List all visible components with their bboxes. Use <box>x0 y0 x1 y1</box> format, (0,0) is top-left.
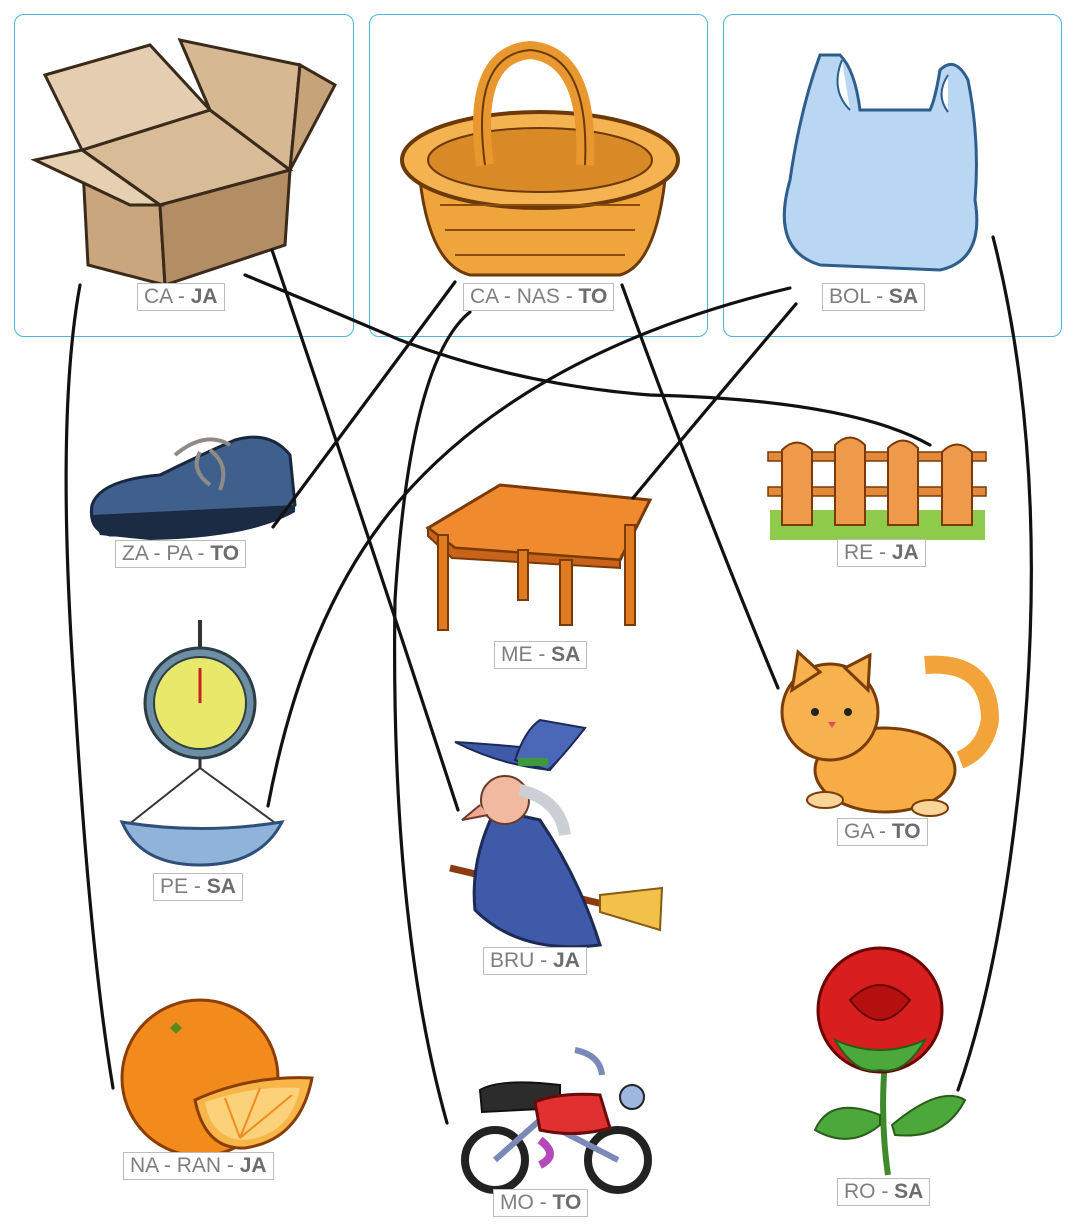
syllable: RE <box>844 541 874 564</box>
label-zapato: ZA - PA - TO <box>115 540 247 568</box>
plastic-bag-icon <box>782 53 979 272</box>
syllable: GA <box>844 820 874 843</box>
separator: - <box>188 875 207 898</box>
separator: - <box>533 1191 553 1214</box>
shoe-icon <box>89 435 297 540</box>
orange-icon <box>120 998 314 1158</box>
syllable-bold: SA <box>551 643 581 666</box>
label-mesa: ME - SA <box>494 641 588 669</box>
witch-icon <box>449 718 664 949</box>
label-rosa: RO - SA <box>837 1178 931 1206</box>
syllable: PE <box>160 875 189 898</box>
syllable: NA <box>130 1154 159 1177</box>
box-caja <box>14 14 354 337</box>
separator: - <box>147 542 167 565</box>
syllable-bold: JA <box>190 285 218 308</box>
syllable-bold: JA <box>891 541 919 564</box>
separator: - <box>873 820 892 843</box>
table-icon <box>425 483 653 631</box>
syllable-bold: SA <box>888 285 919 308</box>
syllable: CA <box>144 285 173 308</box>
fence-icon <box>767 436 987 540</box>
syllable-bold: JA <box>239 1154 267 1177</box>
separator: - <box>191 542 211 565</box>
syllable-bold: TO <box>891 820 921 843</box>
separator: - <box>534 949 554 972</box>
separator: - <box>172 285 191 308</box>
box-icon <box>30 37 338 288</box>
separator: - <box>870 285 889 308</box>
separator: - <box>498 285 517 308</box>
separator: - <box>873 541 892 564</box>
syllable: BOL <box>829 285 871 308</box>
label-caja: CA - JA <box>137 283 225 311</box>
syllable: RO <box>844 1180 876 1203</box>
label-bolsa: BOL - SA <box>822 283 926 311</box>
syllable: PA <box>166 542 192 565</box>
label-moto: MO - TO <box>493 1189 589 1217</box>
basket-icon <box>400 40 680 277</box>
syllable-bold: TO <box>210 542 240 565</box>
syllable-bold: JA <box>553 949 580 972</box>
syllable: ME <box>501 643 533 666</box>
label-bruja: BRU - JA <box>483 947 587 975</box>
separator: - <box>221 1154 240 1177</box>
label-canasto: CA - NAS - TO <box>463 283 615 311</box>
syllable: MO <box>500 1191 534 1214</box>
syllable: CA <box>470 285 499 308</box>
scale-icon <box>119 620 285 867</box>
syllable-bold: TO <box>578 285 608 308</box>
label-naranja: NA - RAN - JA <box>123 1152 274 1180</box>
syllable: BRU <box>490 949 535 972</box>
syllable-bold: SA <box>206 875 236 898</box>
syllable: NAS <box>516 285 560 308</box>
separator: - <box>559 285 579 308</box>
syllable: RAN <box>176 1154 222 1177</box>
label-reja: RE - JA <box>837 539 926 567</box>
separator: - <box>158 1154 177 1177</box>
cat-icon <box>780 649 1000 817</box>
separator: - <box>875 1180 895 1203</box>
rose-icon <box>813 946 967 1176</box>
label-gato: GA - TO <box>837 818 928 846</box>
separator: - <box>532 643 552 666</box>
syllable-bold: TO <box>552 1191 582 1214</box>
motorcycle-icon <box>461 1047 652 1194</box>
syllable: ZA <box>122 542 148 565</box>
label-pesa: PE - SA <box>153 873 243 901</box>
syllable-bold: SA <box>894 1180 924 1203</box>
